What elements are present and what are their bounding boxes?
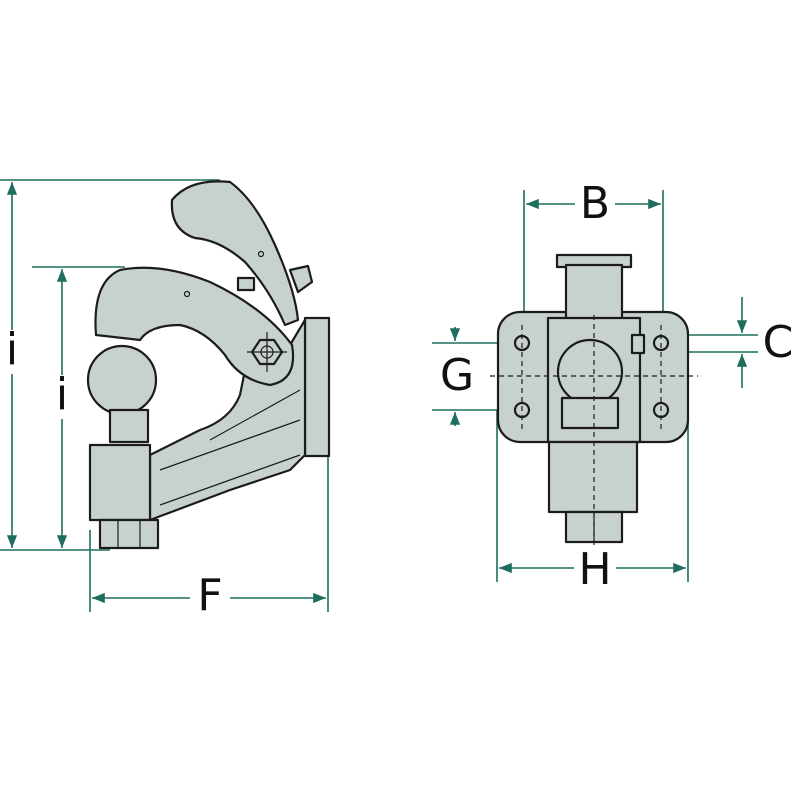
- side-view: i i F: [0, 179, 331, 621]
- label-c: C: [763, 317, 794, 368]
- label-b: B: [580, 178, 610, 229]
- ball-nut: [98, 518, 160, 550]
- tow-ball-front: [556, 338, 624, 406]
- tow-ball: [86, 344, 158, 416]
- side-latch: [630, 333, 646, 355]
- center-lines: [490, 315, 698, 558]
- handle-latch: [236, 276, 256, 292]
- mounting-plate: [303, 316, 331, 458]
- handle-lever-tab: [288, 264, 314, 294]
- release-handle: [170, 180, 300, 327]
- label-h: H: [578, 544, 611, 595]
- pivot-nut: [247, 332, 287, 372]
- label-g: G: [440, 350, 474, 401]
- label-i-inner: i: [56, 369, 68, 420]
- ball-block: [88, 443, 152, 522]
- coupling-arm: [94, 266, 295, 387]
- ball-block-front: [547, 440, 639, 514]
- front-view: B C G H: [432, 178, 793, 595]
- label-i-outer: i: [6, 324, 18, 375]
- dimension-g: [432, 327, 500, 426]
- label-f: F: [197, 570, 222, 621]
- ball-neck-front: [560, 396, 620, 430]
- ball-neck: [108, 408, 150, 444]
